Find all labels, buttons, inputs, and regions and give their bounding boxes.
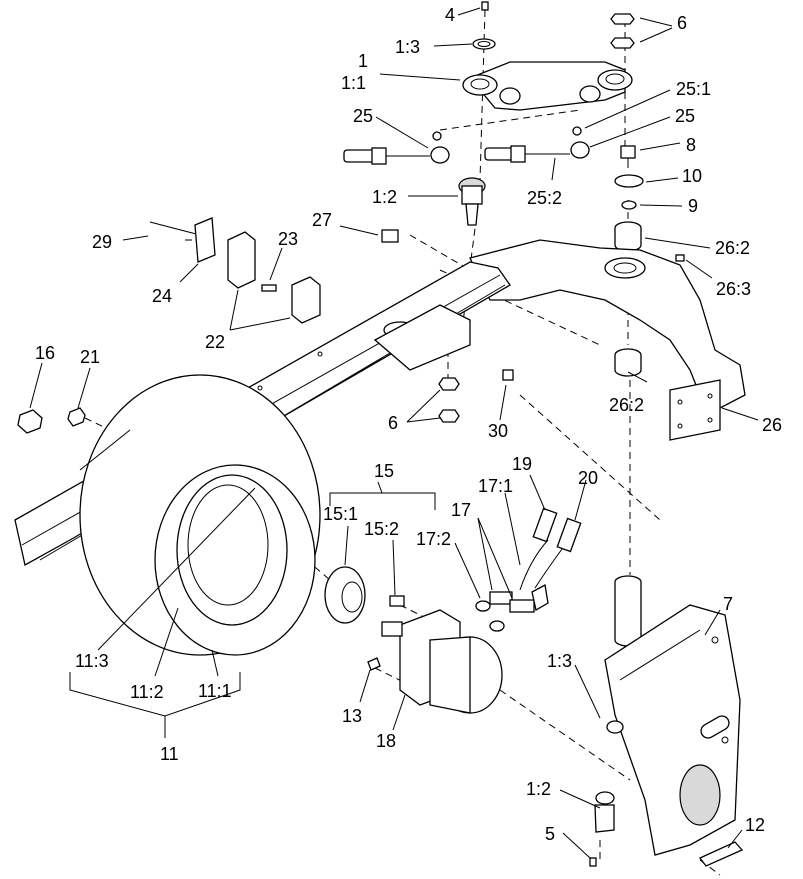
leader-lines (29, 7, 759, 859)
callout-8: 8 (686, 135, 696, 155)
callout-21: 21 (80, 347, 100, 367)
callout-27: 27 (312, 210, 332, 230)
callout-9: 9 (688, 196, 698, 216)
callout-11: 11 (160, 744, 179, 764)
callout-26: 26 (762, 415, 782, 435)
hydraulic-couplers (475, 507, 582, 632)
callout-18: 18 (376, 731, 396, 751)
callout-11-2: 11:2 (130, 682, 164, 702)
bottom-hardware (589, 791, 744, 867)
callout-17-2: 17:2 (416, 529, 451, 549)
callout-25-left: 25 (353, 106, 373, 126)
callout-29: 29 (92, 232, 112, 252)
callout-23: 23 (278, 229, 298, 249)
callout-1-3-top: 1:3 (395, 37, 420, 57)
ball-joint-top (458, 177, 486, 226)
callout-17: 17 (451, 500, 471, 520)
callout-25-1: 25:1 (676, 79, 711, 99)
callout-16: 16 (35, 343, 55, 363)
callout-20: 20 (578, 468, 598, 488)
callout-25-right: 25 (675, 106, 695, 126)
callout-15: 15 (374, 461, 394, 481)
axle-frame (469, 239, 746, 441)
callout-26-2-top: 26:2 (715, 238, 750, 258)
callout-1-1: 1:1 (341, 73, 366, 93)
callout-15-2: 15:2 (364, 519, 399, 539)
callout-7: 7 (723, 594, 733, 614)
callout-13: 13 (342, 706, 362, 726)
callout-labels: 4 6 1:3 1 1:1 25:1 25 25 8 1:2 10 25:2 9… (35, 5, 782, 844)
callout-6-mid: 6 (388, 413, 398, 433)
hydraulic-fittings-25 (343, 126, 590, 165)
callout-19: 19 (512, 454, 532, 474)
callout-10: 10 (682, 166, 702, 186)
callout-25-2: 25:2 (527, 188, 562, 208)
callout-22: 22 (205, 332, 225, 352)
misc-hardware (381, 229, 514, 423)
callout-15-1: 15:1 (323, 504, 358, 524)
callout-24: 24 (152, 286, 172, 306)
lug-nuts (17, 407, 86, 434)
callout-30: 30 (488, 421, 508, 441)
hydraulic-motor (367, 609, 503, 714)
callout-1-2-top: 1:2 (372, 187, 397, 207)
callout-1-3-bottom: 1:3 (547, 651, 572, 671)
wheel-hub (324, 566, 405, 624)
castor-fork-spindle (604, 575, 741, 856)
callout-11-1: 11:1 (198, 681, 232, 701)
callout-26-3: 26:3 (716, 279, 751, 299)
pivot-stack (614, 145, 644, 377)
bracket-group (149, 217, 321, 324)
callout-4: 4 (445, 5, 455, 25)
callout-6-top: 6 (677, 13, 687, 33)
steering-arm-bracket (462, 61, 633, 111)
tire-and-wheel (79, 374, 321, 656)
callout-17-1: 17:1 (478, 476, 513, 496)
callout-1-2-bottom: 1:2 (526, 779, 551, 799)
callout-26-2-mid: 26:2 (609, 395, 644, 415)
top-fasteners (472, 1, 635, 50)
callout-12: 12 (745, 815, 765, 835)
callout-11-3: 11:3 (75, 651, 109, 671)
callout-1: 1 (358, 51, 368, 71)
callout-5: 5 (545, 824, 555, 844)
